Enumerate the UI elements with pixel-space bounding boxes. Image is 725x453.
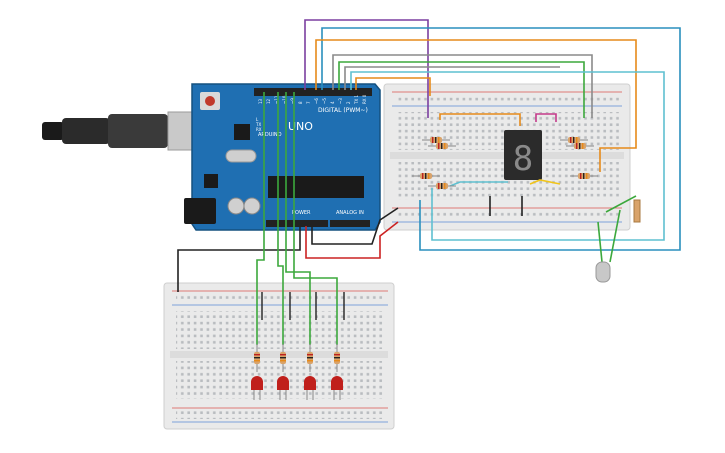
pin-label-pin_0: RX 0 xyxy=(362,94,367,104)
usb-cable xyxy=(42,111,203,151)
pin-label-pin_9: ~9 xyxy=(290,98,295,104)
resistor-right-1 xyxy=(428,143,456,149)
resistor-right-0 xyxy=(422,137,450,143)
wire-yellow xyxy=(529,179,561,185)
resistor-right-2 xyxy=(560,137,588,143)
pin-label-pin_10: ~10 xyxy=(282,95,287,104)
power-header xyxy=(266,220,328,227)
pin-label-pin_1: TX 1 xyxy=(354,95,359,105)
led-resistor-1 xyxy=(280,344,286,372)
pin-label-pin_12: 12 xyxy=(266,98,271,104)
wire-led-1 xyxy=(277,92,284,345)
wire-led-3 xyxy=(293,92,338,345)
wire-green-1 xyxy=(338,61,585,118)
resistor-right-3 xyxy=(566,143,594,149)
pin-label-pin_7: 7 xyxy=(306,101,311,104)
pin-label-pin_3: ~3 xyxy=(338,98,343,104)
wire-gnd-right xyxy=(311,207,399,245)
resistor-right-6 xyxy=(570,173,598,179)
wire-purple xyxy=(304,19,429,118)
wire-orange-2 xyxy=(355,77,431,96)
resistors-right xyxy=(412,137,598,189)
resistor-right-5 xyxy=(428,183,456,189)
wire-orange-3 xyxy=(439,113,521,126)
wires-led xyxy=(256,92,338,345)
led-resistor-2 xyxy=(307,344,313,372)
wire-gray-2 xyxy=(344,66,560,90)
wire-led-0 xyxy=(256,92,265,345)
resistor-right-4 xyxy=(412,173,440,179)
pin-label-pin_6: ~6 xyxy=(314,98,319,104)
atmega-chip xyxy=(268,176,364,198)
analog-header xyxy=(330,220,370,227)
seven-segment-display[interactable]: 8 xyxy=(504,130,542,180)
pin-label-pin_2: 2 xyxy=(346,101,351,104)
wire-orange-1 xyxy=(315,39,637,172)
breadboard-left[interactable] xyxy=(163,282,395,430)
wire-gray-1 xyxy=(332,54,593,118)
led-resistor-3 xyxy=(334,344,340,372)
l-label: L xyxy=(256,117,259,122)
wire-5v xyxy=(305,221,399,259)
wire-teal xyxy=(321,27,681,251)
led-array xyxy=(251,292,345,400)
wires-power xyxy=(177,207,399,292)
arduino-uno-board[interactable]: DIGITAL (PWM~) UNO ARDUINO TX RX L POWER… xyxy=(184,83,381,231)
digital-header xyxy=(254,88,372,96)
wire-magenta xyxy=(535,113,557,122)
power-jack xyxy=(184,198,216,224)
analog-in-label: ANALOG IN xyxy=(336,210,364,216)
wire-cyan-1 xyxy=(350,71,665,241)
wire-led-2 xyxy=(285,92,311,345)
uno-label: UNO xyxy=(288,120,313,133)
pin-label-pin_8: 8 xyxy=(298,101,303,104)
ground-jumpers xyxy=(489,196,523,216)
pin-label-pin_13: 13 xyxy=(258,98,263,104)
pin-label-pin_4: 4 xyxy=(330,101,335,104)
led-resistor-0 xyxy=(254,344,260,372)
wire-cyan-2 xyxy=(449,181,508,187)
wires-top xyxy=(304,19,681,251)
wire-gnd-left xyxy=(177,226,301,292)
arduino-brand-label: ARDUINO xyxy=(258,132,282,138)
pin-label-pin_5: ~5 xyxy=(322,98,327,104)
reset-button-cap[interactable] xyxy=(205,96,215,106)
rx-label: RX xyxy=(256,127,262,132)
power-label: POWER xyxy=(292,210,311,216)
photoresistor[interactable] xyxy=(595,195,641,283)
digital-label: DIGITAL (PWM~) xyxy=(318,107,368,114)
pin-label-pin_11: ~11 xyxy=(274,95,279,104)
display-digit: 8 xyxy=(513,139,533,179)
tx-label: TX xyxy=(255,122,261,127)
